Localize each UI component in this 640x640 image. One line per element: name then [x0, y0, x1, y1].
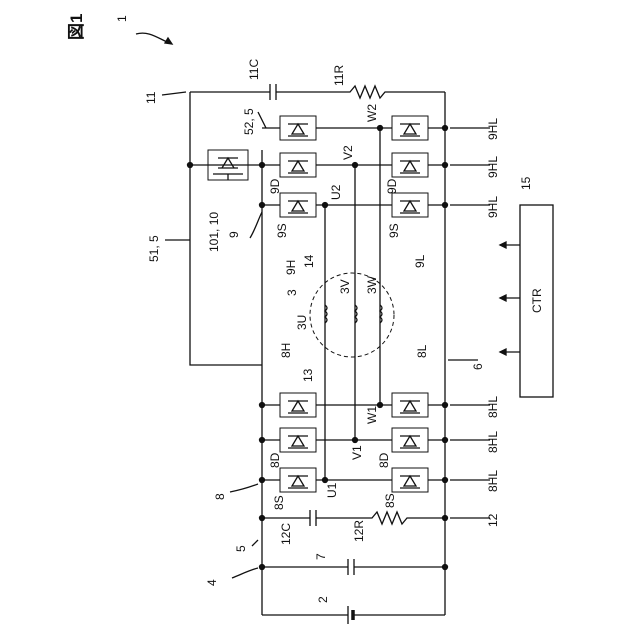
node — [260, 203, 265, 208]
label-ref-1: 1 — [115, 15, 129, 22]
capacitor-11C — [270, 84, 276, 100]
node — [443, 163, 448, 168]
controller-label: CTR — [530, 288, 544, 313]
leader-9HL — [450, 128, 490, 205]
label-9H: 9H — [284, 260, 298, 275]
label-7: 7 — [314, 553, 328, 560]
leader-52-5 — [258, 112, 266, 128]
arrowhead-ref-1 — [165, 38, 172, 44]
capacitor-12C — [310, 510, 316, 526]
node — [443, 203, 448, 208]
leader-8HL — [450, 405, 490, 480]
label-52-5: 52, 5 — [242, 108, 256, 135]
arrowhead — [500, 242, 506, 248]
label-4: 4 — [205, 579, 219, 586]
label-V2: V2 — [341, 145, 355, 160]
label-9: 9 — [227, 231, 241, 238]
label-8HL-b: 8HL — [486, 431, 500, 453]
node — [260, 163, 265, 168]
label-W2: W2 — [365, 104, 379, 122]
label-8HL-a: 8HL — [486, 396, 500, 418]
label-12R: 12R — [352, 520, 366, 542]
node-V2 — [353, 163, 358, 168]
label-12C: 12C — [279, 523, 293, 545]
label-11R: 11R — [332, 65, 346, 86]
leader-4 — [232, 568, 258, 578]
label-13: 13 — [301, 368, 315, 382]
node-U2 — [323, 203, 328, 208]
label-9S-right: 9S — [387, 223, 401, 238]
label-8HL-c: 8HL — [486, 470, 500, 492]
label-9HL-a: 9HL — [486, 118, 500, 140]
node — [188, 163, 193, 168]
label-3: 3 — [285, 289, 299, 296]
label-9HL-c: 9HL — [486, 196, 500, 218]
resistor-12R — [316, 512, 445, 524]
label-5: 5 — [234, 545, 248, 552]
leader-8 — [230, 484, 258, 492]
label-8H: 8H — [279, 343, 293, 358]
label-51-5: 51, 5 — [147, 235, 161, 262]
label-6: 6 — [471, 363, 485, 370]
label-9D-left: 9D — [268, 178, 282, 194]
label-15: 15 — [519, 176, 533, 190]
node — [443, 565, 448, 570]
label-9L: 9L — [413, 254, 427, 268]
label-12: 12 — [486, 513, 500, 527]
node — [260, 403, 265, 408]
node — [260, 438, 265, 443]
label-U2: U2 — [329, 184, 343, 200]
figure-title: 図1 — [67, 14, 86, 40]
leader-11 — [162, 92, 186, 95]
label-8S-right: 8S — [383, 493, 397, 508]
label-11C: 11C — [247, 59, 261, 80]
capacitor-7 — [348, 559, 354, 575]
node — [443, 516, 448, 521]
label-8D-right: 8D — [377, 452, 391, 468]
label-11: 11 — [144, 91, 158, 104]
label-8L: 8L — [415, 344, 429, 358]
label-V1: V1 — [350, 445, 364, 460]
leader-5 — [252, 540, 258, 546]
arrowhead — [500, 295, 506, 301]
node — [260, 516, 265, 521]
label-U1: U1 — [325, 482, 339, 498]
node-W2 — [378, 126, 383, 131]
label-2: 2 — [316, 596, 330, 603]
label-14: 14 — [302, 254, 316, 268]
label-9D-right: 9D — [385, 178, 399, 194]
node — [443, 478, 448, 483]
label-W1: W1 — [365, 406, 379, 424]
arrowhead — [500, 349, 506, 355]
resistor-11R — [276, 86, 445, 98]
label-9S-left: 9S — [275, 223, 289, 238]
label-8: 8 — [213, 493, 227, 500]
leader-9 — [250, 212, 262, 238]
label-9HL-b: 9HL — [486, 156, 500, 178]
label-3V: 3V — [338, 279, 352, 294]
node — [443, 126, 448, 131]
label-3W: 3W — [365, 275, 379, 294]
label-8S-left: 8S — [272, 495, 286, 510]
node — [443, 438, 448, 443]
node — [260, 565, 265, 570]
node — [443, 403, 448, 408]
label-101-10: 101, 10 — [207, 212, 221, 252]
label-3U: 3U — [295, 315, 309, 330]
label-8D-left: 8D — [268, 452, 282, 468]
node — [260, 478, 265, 483]
